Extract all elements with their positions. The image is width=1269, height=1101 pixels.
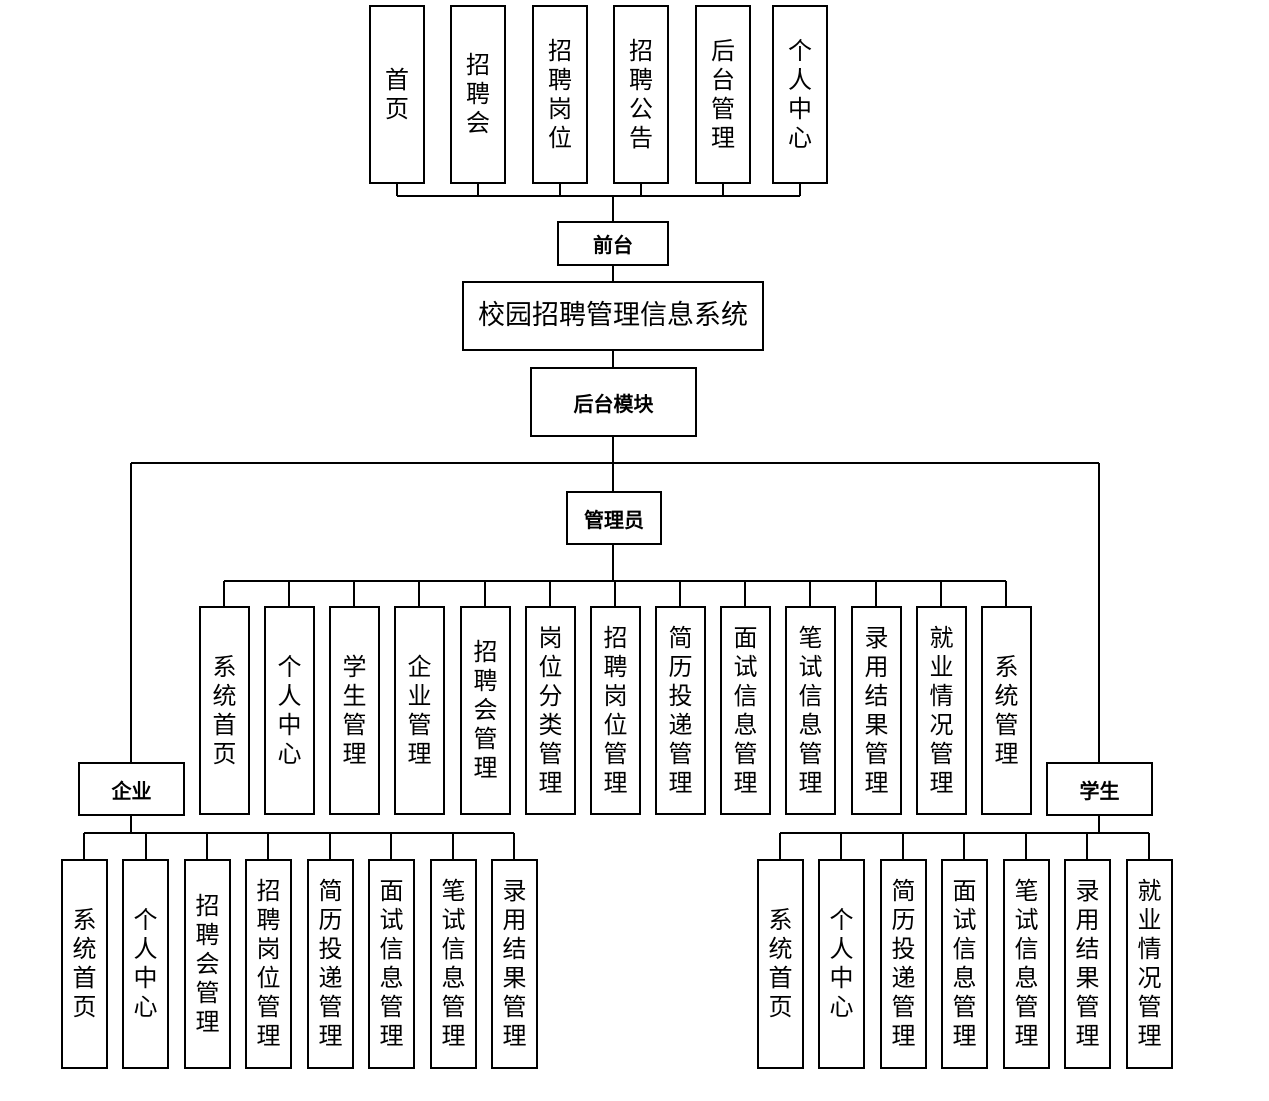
student-item-system-home: 系统首页: [757, 859, 804, 1069]
frontend-item-announcement: 招聘公告: [613, 5, 669, 184]
admin-item-personal-center: 个人中心: [264, 606, 315, 815]
node-label: 招聘会管理: [195, 891, 220, 1036]
frontend-item-personal-center: 个人中心: [772, 5, 828, 184]
node-label: 简历投递管理: [318, 877, 343, 1050]
admin-item-job-post-mgmt: 招聘岗位管理: [590, 606, 641, 815]
node-label: 首页: [385, 65, 409, 123]
node-label: 录用结果管理: [864, 623, 889, 797]
admin-item-student-mgmt: 学生管理: [329, 606, 380, 815]
node-label: 面试信息管理: [379, 877, 404, 1050]
student-item-personal-center: 个人中心: [818, 859, 865, 1069]
company-item-interview-mgmt: 面试信息管理: [368, 859, 415, 1069]
student-item-interview-mgmt: 面试信息管理: [941, 859, 988, 1069]
node-label: 笔试信息管理: [441, 877, 466, 1050]
admin-item-system-mgmt: 系统管理: [981, 606, 1032, 815]
node-label: 简历投递管理: [891, 877, 916, 1050]
node-label: 招聘岗位: [548, 36, 572, 152]
admin-item-resume-mgmt: 简历投递管理: [655, 606, 706, 815]
node-label: 录用结果管理: [1075, 877, 1100, 1050]
node-label: 就业情况管理: [1137, 877, 1162, 1050]
admin-item-job-fair-mgmt: 招聘会管理: [460, 606, 511, 815]
node-label: 就业情况管理: [929, 623, 954, 797]
system-title-node: 校园招聘管理信息系统: [462, 281, 764, 351]
node-label: 笔试信息管理: [798, 623, 823, 797]
node-label: 系统管理: [994, 652, 1019, 768]
company-item-written-test-mgmt: 笔试信息管理: [430, 859, 477, 1069]
company-item-resume-mgmt: 简历投递管理: [307, 859, 354, 1069]
admin-item-job-category-mgmt: 岗位分类管理: [525, 606, 576, 815]
system-title: 校园招聘管理信息系统: [478, 300, 748, 331]
admin-item-employment-mgmt: 就业情况管理: [916, 606, 967, 815]
node-label: 系统首页: [72, 906, 97, 1021]
node-label: 个人中心: [788, 36, 812, 152]
admin-item-system-home: 系统首页: [199, 606, 250, 815]
node-label: 笔试信息管理: [1014, 877, 1039, 1050]
node-label: 录用结果管理: [502, 877, 527, 1050]
node-label: 面试信息管理: [952, 877, 977, 1050]
company-item-job-post-mgmt: 招聘岗位管理: [245, 859, 292, 1069]
node-label: 面试信息管理: [733, 623, 758, 797]
student-item-resume-mgmt: 简历投递管理: [880, 859, 927, 1069]
admin-item-company-mgmt: 企业管理: [394, 606, 445, 815]
frontend-item-backend-mgmt: 后台管理: [695, 5, 751, 184]
node-label: 后台管理: [711, 36, 735, 152]
node-label: 个人中心: [133, 906, 158, 1021]
student-item-hiring-result-mgmt: 录用结果管理: [1064, 859, 1111, 1069]
backend-module-node: 后台模块: [530, 367, 697, 437]
student-item-employment-mgmt: 就业情况管理: [1126, 859, 1173, 1069]
node-label: 系统首页: [768, 906, 793, 1021]
frontend-item-home: 首页: [369, 5, 425, 184]
node-label: 岗位分类管理: [538, 623, 563, 797]
frontend-item-job-post: 招聘岗位: [532, 5, 588, 184]
company-item-personal-center: 个人中心: [122, 859, 169, 1069]
node-label: 招聘岗位管理: [603, 623, 628, 797]
node-label: 简历投递管理: [668, 623, 693, 797]
node-label: 招聘会管理: [473, 638, 498, 782]
admin-item-hiring-result-mgmt: 录用结果管理: [851, 606, 902, 815]
frontend-node: 前台: [557, 221, 669, 266]
node-label: 招聘会: [466, 51, 490, 137]
node-label: 招聘公告: [629, 36, 653, 152]
node-label: 学生管理: [342, 652, 367, 768]
company-item-system-home: 系统首页: [61, 859, 108, 1069]
admin-node: 管理员: [566, 491, 662, 545]
node-label: 个人中心: [277, 652, 302, 768]
company-node: 企业: [78, 762, 185, 816]
frontend-item-job-fair: 招聘会: [450, 5, 506, 184]
company-item-job-fair-mgmt: 招聘会管理: [184, 859, 231, 1069]
admin-item-interview-mgmt: 面试信息管理: [720, 606, 771, 815]
node-label: 系统首页: [212, 652, 237, 768]
node-label: 企业管理: [407, 652, 432, 768]
company-item-hiring-result-mgmt: 录用结果管理: [491, 859, 538, 1069]
admin-item-written-test-mgmt: 笔试信息管理: [785, 606, 836, 815]
student-item-written-test-mgmt: 笔试信息管理: [1003, 859, 1050, 1069]
node-label: 个人中心: [829, 906, 854, 1021]
student-node: 学生: [1046, 762, 1153, 816]
node-label: 招聘岗位管理: [256, 877, 281, 1050]
